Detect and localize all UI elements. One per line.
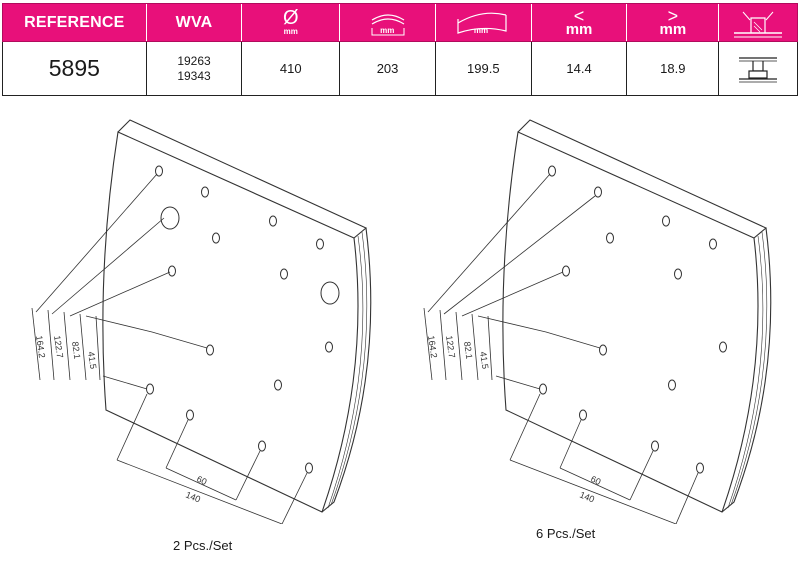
reference-value: 5895 [48, 55, 100, 81]
rivet-hole [696, 462, 704, 474]
rivet-hole [206, 344, 214, 356]
cell-diameter: 410 [242, 42, 341, 95]
rivet-hole [274, 379, 282, 391]
rivet-hole [258, 440, 266, 452]
caption-6-pcs-set: 6 Pcs./Set [536, 526, 596, 541]
header-rivet-type [719, 4, 797, 41]
dim-label-82-1: 82.1 [462, 341, 474, 360]
header-width: mm [340, 4, 436, 41]
wva-value-2: 19343 [177, 68, 211, 83]
header-max-thickness: > mm [627, 4, 720, 41]
dim-label-60: 60 [195, 474, 208, 487]
rivet-hole [316, 238, 324, 250]
dim-label-122-7: 122.7 [52, 335, 65, 359]
brake-lining-drawing-2pcs: 164.2 122.7 82.1 41.5 60 140 [31, 119, 372, 524]
greater-than-icon: > [667, 5, 679, 26]
rivet-hole [594, 186, 602, 198]
rivet-hole [651, 440, 659, 452]
rivet-hole [662, 215, 670, 227]
lining-face [502, 131, 759, 513]
rivet-hole [280, 268, 288, 280]
rivet-hole [146, 383, 154, 395]
caption-2-pcs-set: 2 Pcs./Set [173, 538, 233, 553]
rivet-hole [539, 383, 547, 395]
dim-label-82-1: 82.1 [70, 341, 82, 360]
lining-top-edge [517, 119, 768, 239]
dim-label-60: 60 [589, 474, 602, 487]
min-thickness-value: 14.4 [566, 61, 592, 76]
rivet-hole [212, 232, 220, 244]
header-min-unit: mm [565, 20, 593, 38]
rivet-hole [709, 238, 717, 250]
rivet-hole [606, 232, 614, 244]
rivet-hole-large [160, 206, 180, 230]
header-max-unit: mm [659, 20, 687, 38]
max-thickness-value: 18.9 [660, 61, 686, 76]
rivet-hole [599, 344, 607, 356]
rivet-hole [719, 341, 727, 353]
dim-label-41-5: 41.5 [478, 351, 490, 370]
rivet-hole [168, 265, 176, 277]
dim-label-122-7: 122.7 [444, 335, 457, 359]
header-reference: REFERENCE [3, 4, 147, 41]
diameter-icon: Ø [283, 7, 299, 29]
spec-table: REFERENCE WVA Ø mm mm mm [2, 3, 798, 96]
rivet-profile-icon [739, 56, 778, 82]
rivet-hole [548, 165, 556, 177]
cell-min-thickness: 14.4 [532, 42, 628, 95]
cell-reference: 5895 [3, 42, 147, 95]
cell-rivet-type [719, 42, 797, 95]
cell-arc-length: 199.5 [436, 42, 532, 95]
lining-width-icon [371, 14, 405, 36]
arc-length-icon [457, 12, 507, 34]
wva-value-1: 19263 [177, 53, 211, 68]
rivet-section-icon [734, 11, 783, 37]
rivet-hole [155, 165, 163, 177]
rivet-hole [201, 186, 209, 198]
lining-top-edge [117, 119, 368, 239]
cell-width: 203 [340, 42, 436, 95]
rivet-hole-large [320, 281, 340, 305]
rivet-hole [269, 215, 277, 227]
cell-max-thickness: 18.9 [627, 42, 720, 95]
header-diameter-unit: mm [283, 27, 298, 36]
rivet-hole [186, 409, 194, 421]
rivet-hole [579, 409, 587, 421]
less-than-icon: < [573, 5, 585, 26]
brake-lining-drawing-6pcs: 164.2 122.7 82.1 41.5 60 140 [423, 119, 772, 524]
rivet-hole [668, 379, 676, 391]
header-width-unit: mm [380, 26, 395, 35]
diameter-value: 410 [279, 61, 302, 76]
header-min-thickness: < mm [532, 4, 628, 41]
dim-label-164-2: 164.2 [34, 335, 47, 359]
dim-label-164-2: 164.2 [426, 335, 439, 359]
lining-side-thickness [721, 227, 772, 513]
header-wva: WVA [147, 4, 243, 41]
rivet-hole [325, 341, 333, 353]
dim-label-41-5: 41.5 [86, 351, 98, 370]
header-wva-label: WVA [175, 13, 213, 31]
table-row: 5895 19263 19343 410 203 199.5 14.4 18.9 [2, 42, 798, 96]
header-arc-length: mm [436, 4, 532, 41]
width-value: 203 [376, 61, 399, 76]
header-reference-label: REFERENCE [24, 13, 125, 31]
rivet-hole [674, 268, 682, 280]
lining-side-thickness [321, 227, 372, 513]
header-diameter: Ø mm [242, 4, 341, 41]
lining-face [102, 131, 359, 513]
rivet-hole [562, 265, 570, 277]
rivet-hole [305, 462, 313, 474]
header-arc-unit: mm [473, 26, 489, 35]
table-header-row: REFERENCE WVA Ø mm mm mm [2, 3, 798, 42]
cell-wva: 19263 19343 [147, 42, 243, 95]
arc-length-value: 199.5 [467, 61, 500, 76]
